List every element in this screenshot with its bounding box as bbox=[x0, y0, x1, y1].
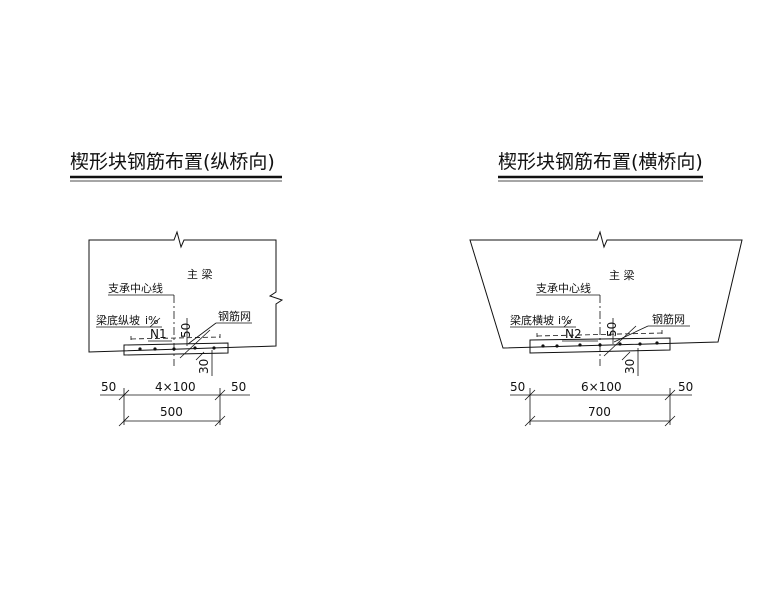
right-slope-value: i% bbox=[558, 314, 572, 327]
right-slope-leader-tick bbox=[563, 318, 573, 328]
right-bar-mark: N2 bbox=[565, 327, 582, 341]
right-mesh-leader bbox=[613, 325, 649, 343]
left-rebar-mesh-line bbox=[130, 336, 221, 340]
right-wedge-block bbox=[529, 337, 671, 354]
left-dim-50-vertical: 50 bbox=[179, 323, 193, 338]
left-slope-label: 梁底纵坡 bbox=[96, 313, 140, 327]
left-bar-mark: N1 bbox=[150, 327, 167, 341]
left-dim-30: 30 bbox=[197, 359, 211, 374]
left-mesh-label: 钢筋网 bbox=[218, 309, 251, 323]
right-dim-right: 50 bbox=[678, 380, 693, 394]
right-rebar-mesh-line bbox=[536, 332, 663, 337]
right-slope-label: 梁底横坡 bbox=[510, 313, 554, 327]
left-dim-left: 50 bbox=[101, 380, 116, 394]
left-rebar-mesh-ends bbox=[130, 334, 221, 340]
right-detail: 楔形块钢筋布置(横桥向) 主 梁 支承中心线 梁底横坡 i% N2 bbox=[469, 151, 743, 427]
right-dim-30-tick bbox=[621, 351, 631, 361]
right-dim-tick bbox=[603, 325, 637, 357]
right-tick-2 bbox=[664, 389, 676, 401]
left-tick-4 bbox=[214, 415, 226, 427]
left-dim-mid: 4×100 bbox=[155, 380, 196, 394]
left-slope-value: i% bbox=[145, 314, 159, 327]
left-centerline-label: 支承中心线 bbox=[108, 281, 163, 295]
left-beam-label: 主 梁 bbox=[187, 267, 213, 281]
left-rebar-dots bbox=[138, 346, 216, 351]
right-main-beam-outline bbox=[469, 230, 743, 349]
right-mesh-label: 钢筋网 bbox=[652, 312, 685, 326]
right-rebar-mesh-ends bbox=[536, 330, 663, 337]
left-slope-leader-tick bbox=[149, 317, 161, 328]
left-mesh-leader bbox=[187, 322, 217, 345]
right-dim-30: 30 bbox=[623, 359, 637, 374]
left-dim-tick bbox=[179, 329, 211, 359]
right-dim-total: 700 bbox=[588, 405, 611, 419]
left-detail: 楔形块钢筋布置(纵桥向) 主 梁 支承中心线 梁底纵坡 i% N1 bbox=[70, 151, 284, 427]
left-dim-total: 500 bbox=[160, 405, 183, 419]
right-dim-50-vertical: 50 bbox=[605, 322, 619, 337]
left-dim-30-tick bbox=[195, 351, 205, 361]
right-centerline-label: 支承中心线 bbox=[536, 281, 591, 295]
left-tick-3 bbox=[118, 415, 130, 427]
left-tick-2 bbox=[214, 389, 226, 401]
right-dim-left: 50 bbox=[510, 380, 525, 394]
left-tick-1 bbox=[118, 389, 130, 401]
right-tick-1 bbox=[524, 389, 536, 401]
right-tick-3 bbox=[524, 415, 536, 427]
left-wedge-block bbox=[123, 342, 229, 356]
left-dim-right: 50 bbox=[231, 380, 246, 394]
left-title: 楔形块钢筋布置(纵桥向) bbox=[70, 151, 275, 173]
right-title: 楔形块钢筋布置(横桥向) bbox=[498, 151, 703, 173]
right-rebar-dots bbox=[541, 341, 659, 348]
right-tick-4 bbox=[664, 415, 676, 427]
right-beam-label: 主 梁 bbox=[609, 268, 635, 282]
right-dim-mid: 6×100 bbox=[581, 380, 622, 394]
left-main-beam-outline bbox=[88, 230, 284, 353]
